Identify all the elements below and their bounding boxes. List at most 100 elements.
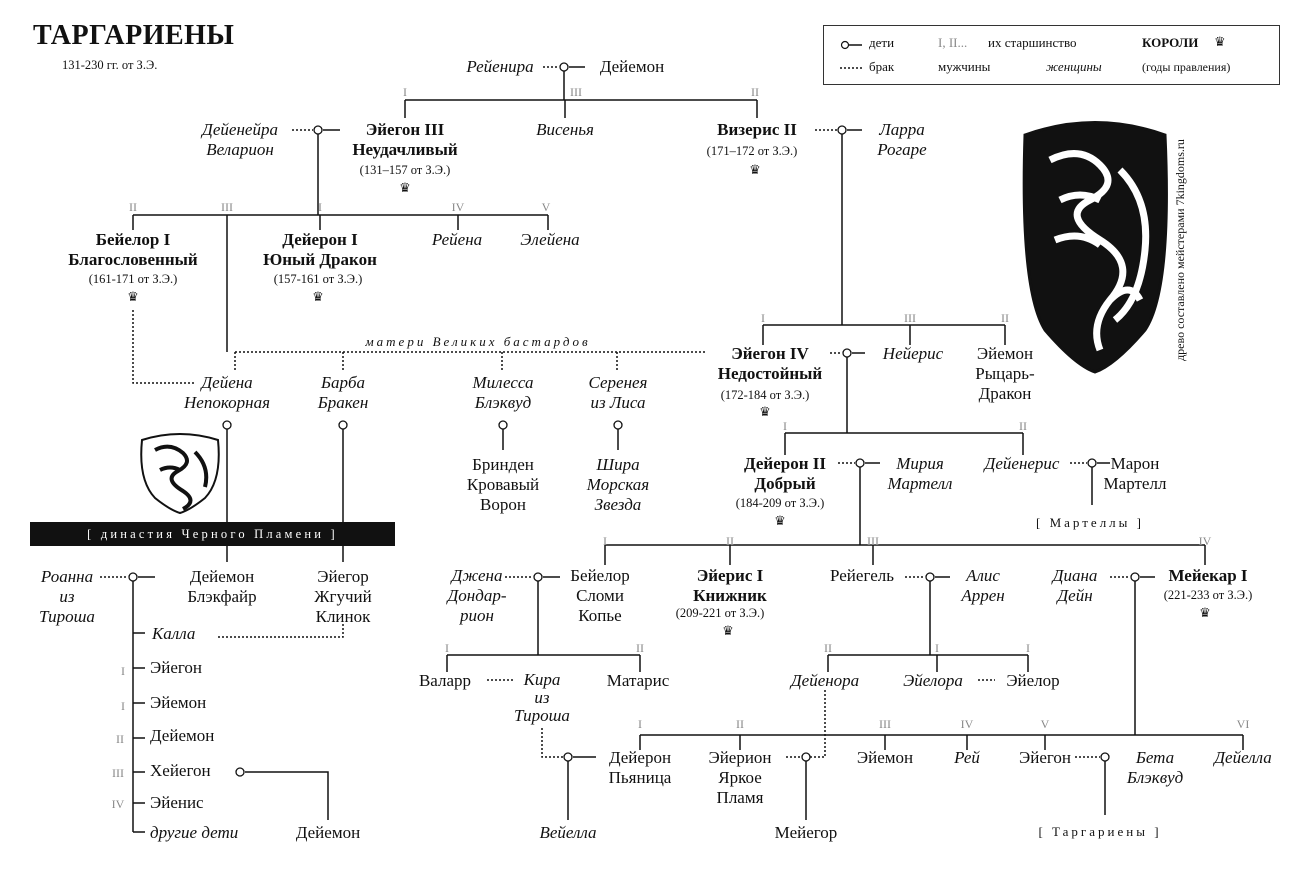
numeral: II [1001,311,1009,325]
person-aerion: Эйерион Яркое Пламя [708,748,772,807]
person-bf-aemon: Эйемон [150,693,207,712]
person-baelor-i: Бейелор I Благословенный [68,230,198,269]
reign-viserys-ii: (171–172 от З.Э.) [706,144,798,158]
person-aelor: Эйелор [1006,671,1060,690]
crown-icon: ♛ [749,162,761,177]
person-matarys: Матарис [606,671,670,690]
crown-icon: ♛ [759,404,771,419]
person-kiera: Кира из Тироша [514,670,570,725]
person-visenya: Висенья [536,120,594,139]
numeral: III [904,311,916,325]
person-maekar-i: Мейекар I [1168,566,1248,585]
numeral: V [1040,717,1050,731]
numeral: I [121,699,125,713]
page-title: ТАРГАРИЕНЫ [33,20,235,51]
person-aemon-dragonknight: Эйемон Рыцарь- Дракон [975,344,1035,403]
numeral: II [726,534,734,548]
legend-marriage: брак [869,59,895,74]
numeral: III [112,766,124,780]
numeral: I [761,311,765,325]
person-daemon-blackfyre: Дейемон Блэкфайр [187,567,257,606]
numeral: III [221,200,233,214]
numeral: II [129,200,137,214]
person-daenaera: Дейенейра Веларион [202,120,278,159]
person-rhaena: Рейена [431,230,483,249]
marriage-lines [100,66,1130,758]
crown-icon: ♛ [312,289,324,304]
numeral: I [445,641,449,655]
legend-numerals: I, II... [938,35,968,50]
person-valarr: Валарр [418,671,472,690]
person-larra: Ларра Рогаре [877,120,927,159]
person-daeron-i: Дейерон I Юный Дракон [263,230,377,269]
numeral: III [570,85,582,99]
crown-icon: ♛ [127,289,139,304]
person-baelor-breakspear: Бейелор Сломи Копье [570,566,630,625]
reign-baelor-i: (161-171 от З.Э.) [88,272,178,286]
child-lines [132,66,1244,833]
numeral: II [751,85,759,99]
numeral: III [879,717,891,731]
legend-reign: (годы правления) [1142,60,1231,74]
numeral: I [121,664,125,678]
person-haegon: Хейегон [150,761,211,780]
reign-aegon-iii: (131–157 от З.Э.) [359,163,451,177]
person-daemon: Дейемон [599,57,665,76]
person-jena: Джена Дондар- рион [447,566,507,625]
numeral: VI [1236,717,1250,731]
person-aegor: Эйегор Жгучий Клинок [314,567,372,626]
person-daena: Дейена Непокорная [184,373,270,412]
person-maegor: Мейегор [774,823,838,842]
numeral: I [1026,641,1030,655]
person-daenerys: Дейенерис [984,454,1060,473]
person-daenora: Дейенора [790,671,860,690]
numeral: I [638,717,642,731]
person-maron: Марон Мартелл [1103,454,1167,493]
numeral: I [403,85,407,99]
person-aegon-iii: Эйегон III Неудачливый [352,120,458,159]
numeral: I [783,419,787,433]
person-daeron-ii: Дейерон II Добрый [743,454,827,493]
person-shiera: Шира Морская Звезда [586,455,650,514]
person-melissa: Милесса Блэквуд [472,373,534,412]
watermark: древо составлено мейстерами 7kingdoms.ru [1173,139,1187,361]
person-calla: Калла [152,624,196,643]
person-barba: Барба Бракен [317,373,369,412]
person-myriah: Мирия Мартелл [887,454,953,493]
person-vaella: Вейелла [539,823,597,842]
person-rhae: Рей [954,748,980,767]
reign-aegon-iv: (172-184 от З.Э.) [720,388,810,402]
person-haegon-daemon: Дейемон [295,823,361,842]
person-elaena: Элейена [520,230,580,249]
numeral: I [935,641,939,655]
banner-targaryens: [ Таргариены ] [1038,824,1162,839]
person-brynden: Бринден Кровавый Ворон [466,455,540,514]
numeral: V [541,200,551,214]
legend-symbols [840,40,862,69]
reign-daeron-ii: (184-209 от З.Э.) [735,496,825,510]
numeral: II [636,641,644,655]
reign-maekar-i: (221-233 от З.Э.) [1163,588,1253,602]
person-alys: Алис Аррен [961,566,1005,605]
bastards-mothers-label: матери Великих бастардов [365,334,591,349]
crown-icon: ♛ [722,623,734,638]
numeral: I [603,534,607,548]
person-viserys-ii: Визерис II [717,120,797,139]
child-circles [128,62,1140,777]
person-maekar-aemon: Эйемон [856,748,914,767]
person-rhaegel: Рейегель [830,566,894,585]
person-rhaenyra: Рейенира [466,57,534,76]
person-rohanne: Роанна из Тироша [39,567,95,626]
person-daeron-drunken: Дейерон Пьяница [608,748,672,787]
numeral: II [116,732,124,746]
person-dyanna: Диана Дейн [1052,566,1098,605]
legend-women: женщины [1046,59,1102,74]
legend-men: мужчины [938,59,991,74]
numeral: I [318,200,322,214]
crown-icon: ♛ [399,180,411,195]
crown-icon: ♛ [1214,34,1226,49]
numeral: IV [960,717,974,731]
person-aelora: Эйелора [903,671,963,690]
person-daella: Дейелла [1214,748,1272,767]
person-maekar-aegon: Эйегон [1018,748,1072,767]
